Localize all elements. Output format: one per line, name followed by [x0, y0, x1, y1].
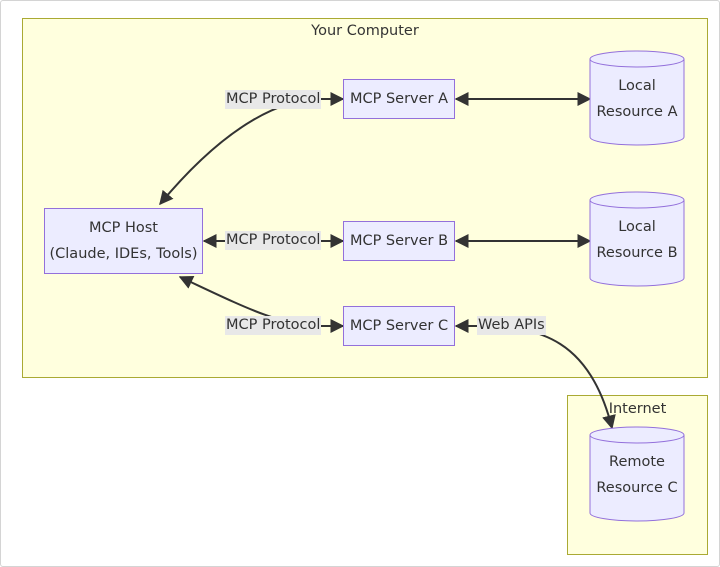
node-local-resource-a[interactable]: Local Resource A [589, 50, 685, 146]
node-label: MCP Server B [349, 233, 449, 249]
node-label-line1: Local [618, 219, 656, 235]
node-mcp-server-b[interactable]: MCP Server B [343, 221, 455, 261]
database-icon [589, 50, 685, 146]
edge-host-server-a [159, 92, 345, 206]
edge-server-c-resource-c [454, 319, 616, 430]
node-label: MCP Server A [349, 91, 449, 107]
node-mcp-host[interactable]: MCP Host (Claude, IDEs, Tools) [44, 208, 203, 274]
edge-label-web-apis: Web APIs [477, 316, 546, 335]
node-label-line1: Remote [609, 454, 665, 470]
node-label-line2: Resource A [596, 104, 678, 120]
node-label-line2: (Claude, IDEs, Tools) [49, 246, 198, 262]
edge-label-mcp-protocol-c: MCP Protocol [225, 316, 322, 335]
node-mcp-server-a[interactable]: MCP Server A [343, 79, 455, 119]
database-icon [589, 426, 685, 522]
node-label-line2: Resource B [596, 245, 678, 261]
node-local-resource-b[interactable]: Local Resource B [589, 191, 685, 287]
edge-label-mcp-protocol-a: MCP Protocol [225, 90, 322, 109]
node-label-line2: Resource C [596, 480, 678, 496]
node-mcp-server-c[interactable]: MCP Server C [343, 306, 455, 346]
edge-label-mcp-protocol-b: MCP Protocol [225, 231, 322, 250]
node-label: MCP Server C [349, 318, 449, 334]
node-label-line1: MCP Host [88, 220, 158, 236]
cluster-title: Your Computer [311, 23, 419, 39]
cluster-title: Internet [608, 401, 667, 417]
database-icon [589, 191, 685, 287]
node-remote-resource-c[interactable]: Remote Resource C [589, 426, 685, 522]
node-label-line1: Local [618, 78, 656, 94]
